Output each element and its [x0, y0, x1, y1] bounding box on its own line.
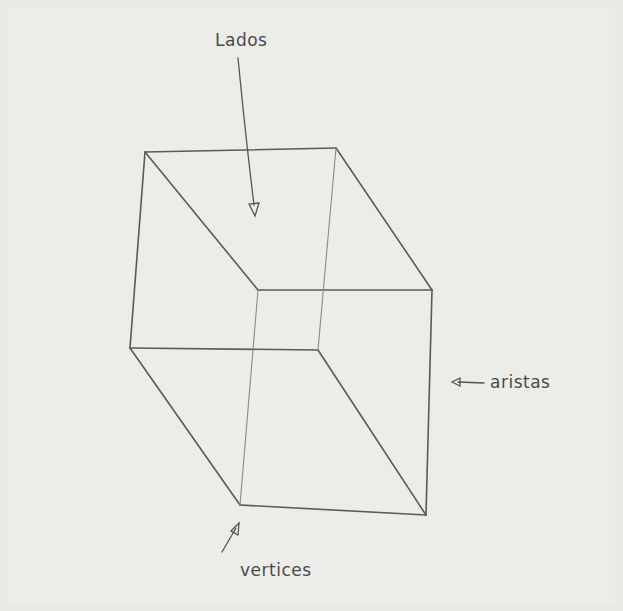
vertex-label: vertices — [240, 560, 312, 580]
face-label: Lados — [215, 30, 267, 50]
paper-sheet — [8, 8, 615, 603]
edge-label: aristas — [490, 372, 550, 392]
